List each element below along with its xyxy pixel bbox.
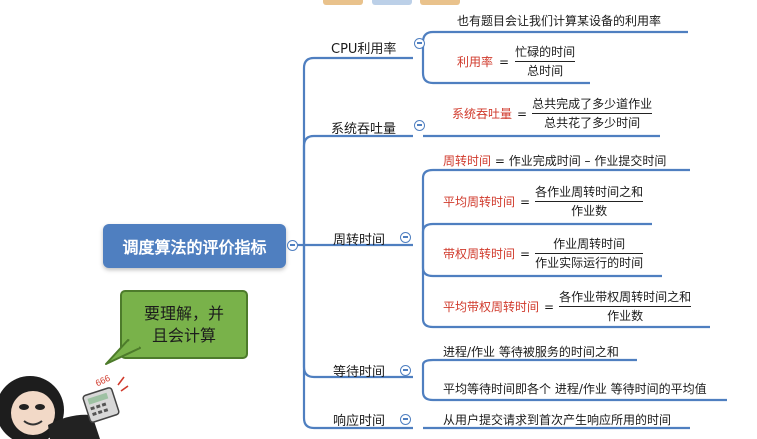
meme-label: 666: [94, 373, 112, 388]
panda-meme-image: 666: [0, 355, 130, 439]
